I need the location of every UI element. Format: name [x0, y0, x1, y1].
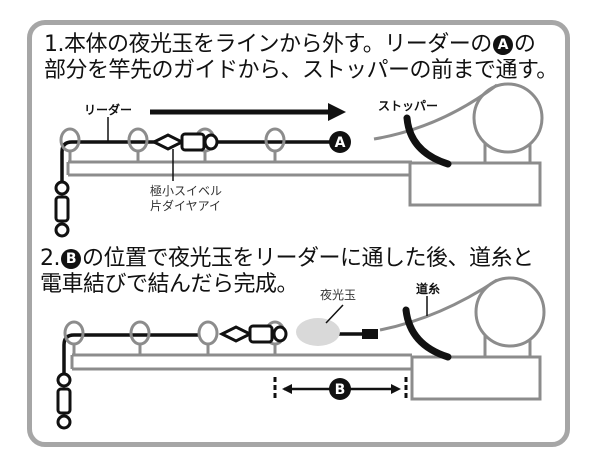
rod-blank-icon [70, 343, 412, 371]
step2-line2: 電車結びで結んだら完成。 [40, 272, 299, 297]
main-line-label: 道糸 [416, 282, 441, 296]
reel-icon [379, 276, 546, 401]
stopper-icon [403, 114, 452, 168]
swivel-label: 極小スイベル 片ダイヤアイ [150, 184, 223, 213]
reel-icon [373, 82, 544, 207]
knot-icon [362, 329, 378, 339]
hanging-swivel-icon [56, 372, 72, 430]
diagram2: B [56, 276, 546, 430]
step1-line2: 部分を竿先のガイドから、ストッパーの前まで通す。 [44, 58, 558, 83]
glow-bead-icon [296, 318, 340, 346]
marker-a-icon: A [329, 131, 351, 153]
leader-label: リーダー [84, 103, 133, 117]
direction-arrow-icon [150, 103, 346, 121]
stopper-icon [402, 306, 452, 361]
svg-text:A: A [335, 135, 346, 151]
glow-bead-label: 夜光玉 [320, 288, 357, 302]
rod-blank-icon [66, 150, 412, 177]
marker-b-badge: B [61, 249, 81, 269]
swivel-diamond-eye-icon [150, 132, 219, 152]
distance-b-indicator: B [273, 377, 408, 401]
marker-b-icon: B [335, 382, 346, 398]
swivel-diamond-eye-icon [218, 324, 288, 344]
hanging-swivel-icon [54, 180, 70, 238]
stopper-label: ストッパー [378, 99, 439, 113]
glow-bead-pointer [325, 304, 344, 324]
leader-line [60, 140, 330, 184]
marker-a-badge: A [492, 35, 513, 55]
diagram1: A [54, 82, 544, 238]
